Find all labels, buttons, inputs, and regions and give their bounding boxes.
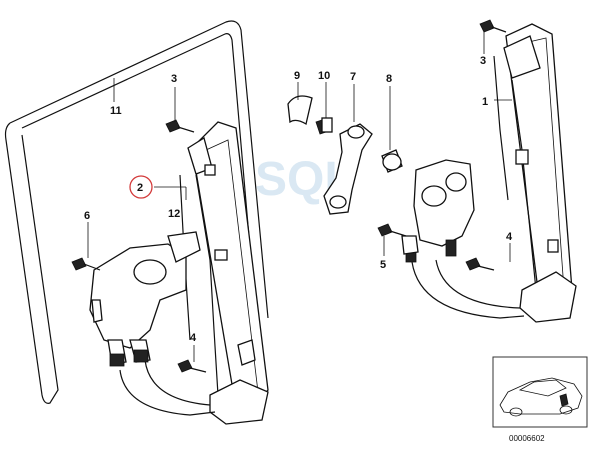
inset-part-number: 00006602: [509, 434, 545, 443]
window-seal: [4, 20, 269, 404]
car-icon: [499, 377, 583, 417]
callout-10: 10: [318, 70, 330, 82]
bolt-4-right: [465, 257, 495, 271]
right-window-motor: [401, 159, 475, 263]
part-10-bushing: [315, 117, 333, 135]
bolt-3-left: [165, 119, 195, 133]
part-7-arm: [323, 123, 373, 215]
callout-labels: 11 3 9 10 7 8 3 1 2 12 6 4 5 4: [84, 55, 513, 344]
bolt-4-left: [177, 359, 207, 373]
callout-1: 1: [482, 96, 488, 108]
vehicle-inset: 00006602: [492, 356, 588, 443]
bolt-6: [71, 257, 101, 271]
callout-7: 7: [350, 71, 356, 83]
callout-3-left: 3: [171, 73, 177, 85]
callout-2: 2: [137, 182, 143, 194]
right-window-regulator: [411, 23, 577, 323]
callout-9: 9: [294, 70, 300, 82]
callout-8: 8: [386, 73, 392, 85]
callout-12: 12: [168, 208, 180, 220]
callout-2-highlight-circle: [129, 175, 153, 199]
part-9-clip: [287, 95, 313, 126]
callout-4-right: 4: [506, 231, 513, 243]
callout-3-right: 3: [480, 55, 486, 67]
bolt-3-right: [479, 19, 507, 33]
left-window-regulator: [119, 121, 269, 425]
inset-frame: [492, 356, 588, 428]
callout-5: 5: [380, 259, 386, 271]
leader-lines: [87, 32, 512, 362]
part-8-bushing: [381, 149, 403, 173]
callout-11: 11: [110, 105, 122, 117]
bolt-5: [377, 223, 407, 237]
callout-6: 6: [84, 210, 90, 222]
left-window-motor: [89, 231, 201, 367]
callout-4-left: 4: [190, 332, 197, 344]
